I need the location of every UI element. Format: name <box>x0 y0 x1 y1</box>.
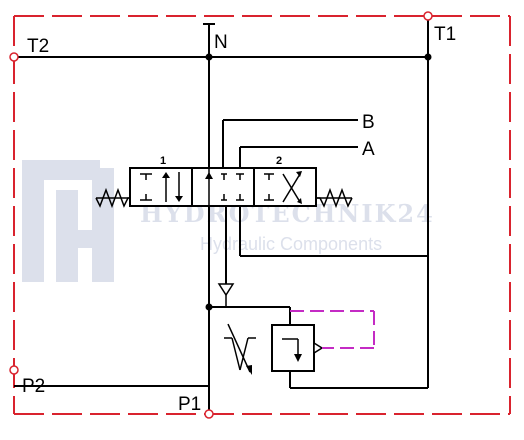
relief-valve-symbol <box>282 338 324 362</box>
spring-left-icon <box>95 187 130 209</box>
junction-dot <box>205 303 213 311</box>
junction-dot <box>205 53 213 61</box>
watermark-logo-icon <box>22 160 114 282</box>
junction-dots <box>205 53 432 311</box>
relief-valve <box>271 307 315 388</box>
port-t2-endpoint <box>9 52 19 62</box>
main-lines <box>14 16 429 414</box>
valve-block-2-symbols <box>264 171 302 204</box>
check-valve-icon <box>217 283 235 307</box>
junction-dot <box>424 53 432 61</box>
port-t1-endpoint <box>423 11 433 21</box>
boundary-frame <box>13 15 511 415</box>
port-label-n: N <box>214 32 228 53</box>
pilot-line <box>290 310 375 349</box>
port-label-a: A <box>362 139 375 160</box>
valve-position-1-label: 1 <box>160 155 166 167</box>
port-label-p2: P2 <box>22 376 45 397</box>
valve-position-2-label: 2 <box>276 155 282 167</box>
watermark-tagline: Hydraulic Components <box>200 234 382 254</box>
port-p1-endpoint <box>204 409 214 419</box>
valve-block-1 <box>129 167 193 207</box>
port-label-t2: T2 <box>27 36 49 57</box>
spring-right-icon <box>316 187 353 209</box>
valve-block-neutral-symbols <box>205 168 244 206</box>
port-endpoints <box>9 11 433 419</box>
port-p2-endpoint <box>9 365 19 375</box>
port-label-b: B <box>362 112 375 133</box>
valve-block-1-symbols <box>140 172 183 202</box>
valve-block-2 <box>253 167 317 207</box>
adjustable-restrictor-icon <box>224 323 256 375</box>
port-label-t1: T1 <box>434 24 456 45</box>
relief-valve-body <box>271 324 315 372</box>
port-label-p1: P1 <box>178 394 201 415</box>
